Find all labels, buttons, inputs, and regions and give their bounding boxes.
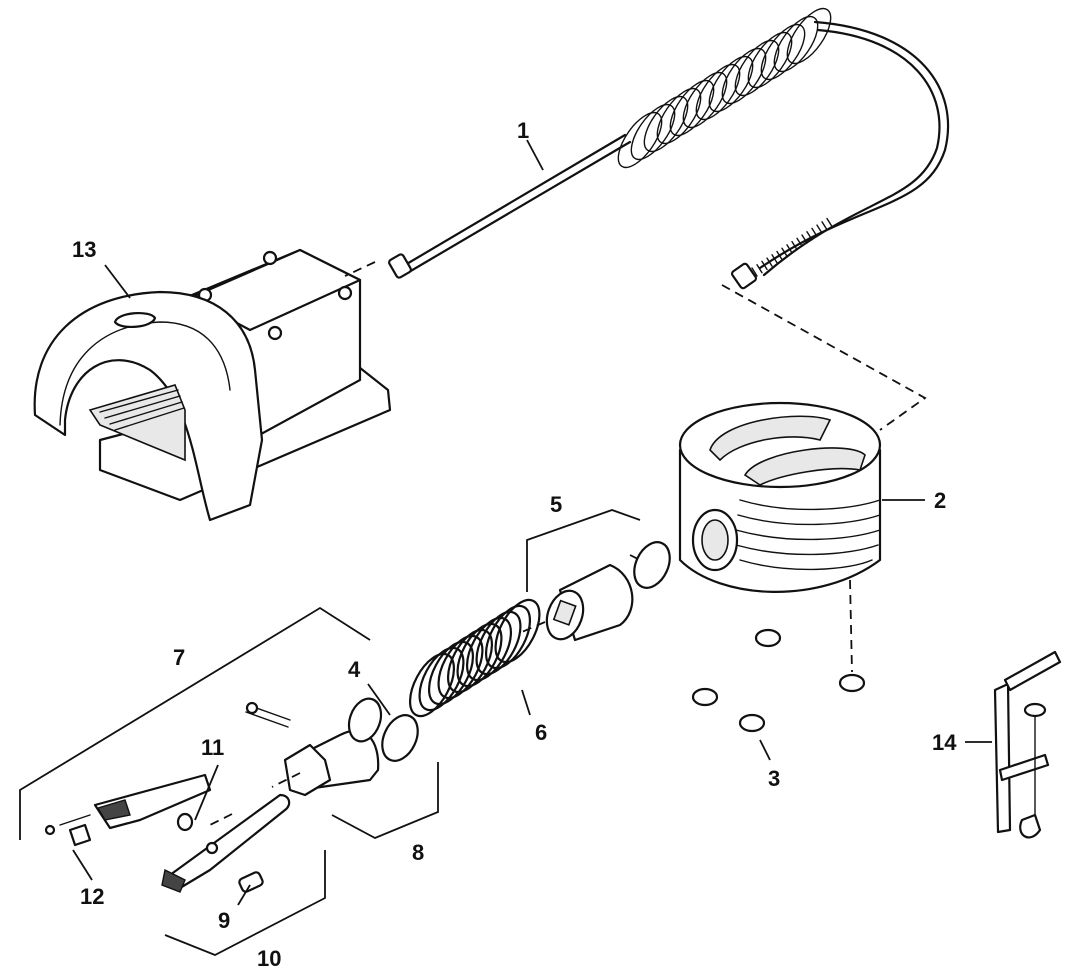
coil-turn xyxy=(465,616,513,682)
callout-13: 13 xyxy=(72,237,96,262)
callout-8: 8 xyxy=(412,840,424,865)
callout-7: 7 xyxy=(173,645,185,670)
coil-turn xyxy=(695,63,741,121)
part-7-jaw-assembly xyxy=(44,773,212,847)
thread-line xyxy=(791,240,798,251)
coil-turn xyxy=(773,15,819,73)
thread-line xyxy=(806,230,813,241)
thread-line xyxy=(796,237,803,248)
hose-threaded-end xyxy=(751,217,833,277)
coil-turn xyxy=(427,640,475,706)
callout-9: 9 xyxy=(218,908,230,933)
leader-lines xyxy=(19,139,992,956)
coil-turn xyxy=(760,23,806,81)
part-3-pucks xyxy=(691,628,866,733)
thread-line xyxy=(826,217,833,228)
assembly-dashed-lines xyxy=(207,261,927,827)
part-13-foot-pedal xyxy=(33,248,392,522)
thread-line xyxy=(751,267,758,277)
coil-turn xyxy=(656,87,702,145)
thread-line xyxy=(761,260,768,271)
part-6-spring xyxy=(408,598,541,718)
thread-line xyxy=(781,247,788,257)
thread-line xyxy=(786,244,793,254)
thread-line xyxy=(776,250,783,261)
coil-turn xyxy=(734,39,780,97)
part-5-valve-assembly xyxy=(545,541,671,642)
coil-turn xyxy=(475,610,522,676)
coil-turn xyxy=(643,95,689,153)
part-4-o-ring xyxy=(381,714,419,762)
coil-turn xyxy=(418,646,465,712)
coil-turn xyxy=(437,634,484,700)
callout-2: 2 xyxy=(934,488,946,513)
thread-line xyxy=(801,234,808,244)
thread-line xyxy=(816,224,823,234)
thread-line xyxy=(811,227,818,238)
coil-turn xyxy=(721,47,767,105)
thread-line xyxy=(821,221,828,231)
hose-coil xyxy=(617,7,832,169)
part-8-nozzle-body xyxy=(245,697,383,797)
part-14-clamp xyxy=(993,650,1062,839)
callout-3: 3 xyxy=(768,766,780,791)
part-1-coiled-hose xyxy=(388,7,950,290)
coil-turn xyxy=(669,79,715,137)
coil-turn xyxy=(630,103,676,161)
thread-line xyxy=(771,254,778,264)
callout-12: 12 xyxy=(80,884,104,909)
hose-nut-pedal-end xyxy=(388,253,412,279)
callout-10: 10 xyxy=(257,946,281,971)
callout-5: 5 xyxy=(550,492,562,517)
callout-6: 6 xyxy=(535,720,547,745)
coil-turn xyxy=(747,31,793,89)
callout-11: 11 xyxy=(201,735,224,760)
coil-turn xyxy=(617,111,663,169)
coil-turn xyxy=(484,604,532,670)
callout-4: 4 xyxy=(348,657,361,682)
thread-line xyxy=(766,257,773,267)
part-2-cylinder-housing xyxy=(678,401,882,593)
coil-turn xyxy=(682,71,728,129)
callout-14: 14 xyxy=(932,730,957,755)
coil-turn xyxy=(494,598,541,664)
callout-1: 1 xyxy=(517,118,529,143)
coil-turn xyxy=(408,652,456,718)
coil-turn xyxy=(708,55,754,113)
callout-labels: 1 2 3 4 5 6 7 8 9 10 11 12 13 14 xyxy=(72,118,957,971)
thread-line xyxy=(756,264,763,274)
part-10-lever xyxy=(161,793,291,893)
coil-turn xyxy=(786,7,832,65)
part-9-bushing xyxy=(238,871,264,893)
coil-turn xyxy=(456,622,503,688)
coil-turn xyxy=(446,628,494,694)
